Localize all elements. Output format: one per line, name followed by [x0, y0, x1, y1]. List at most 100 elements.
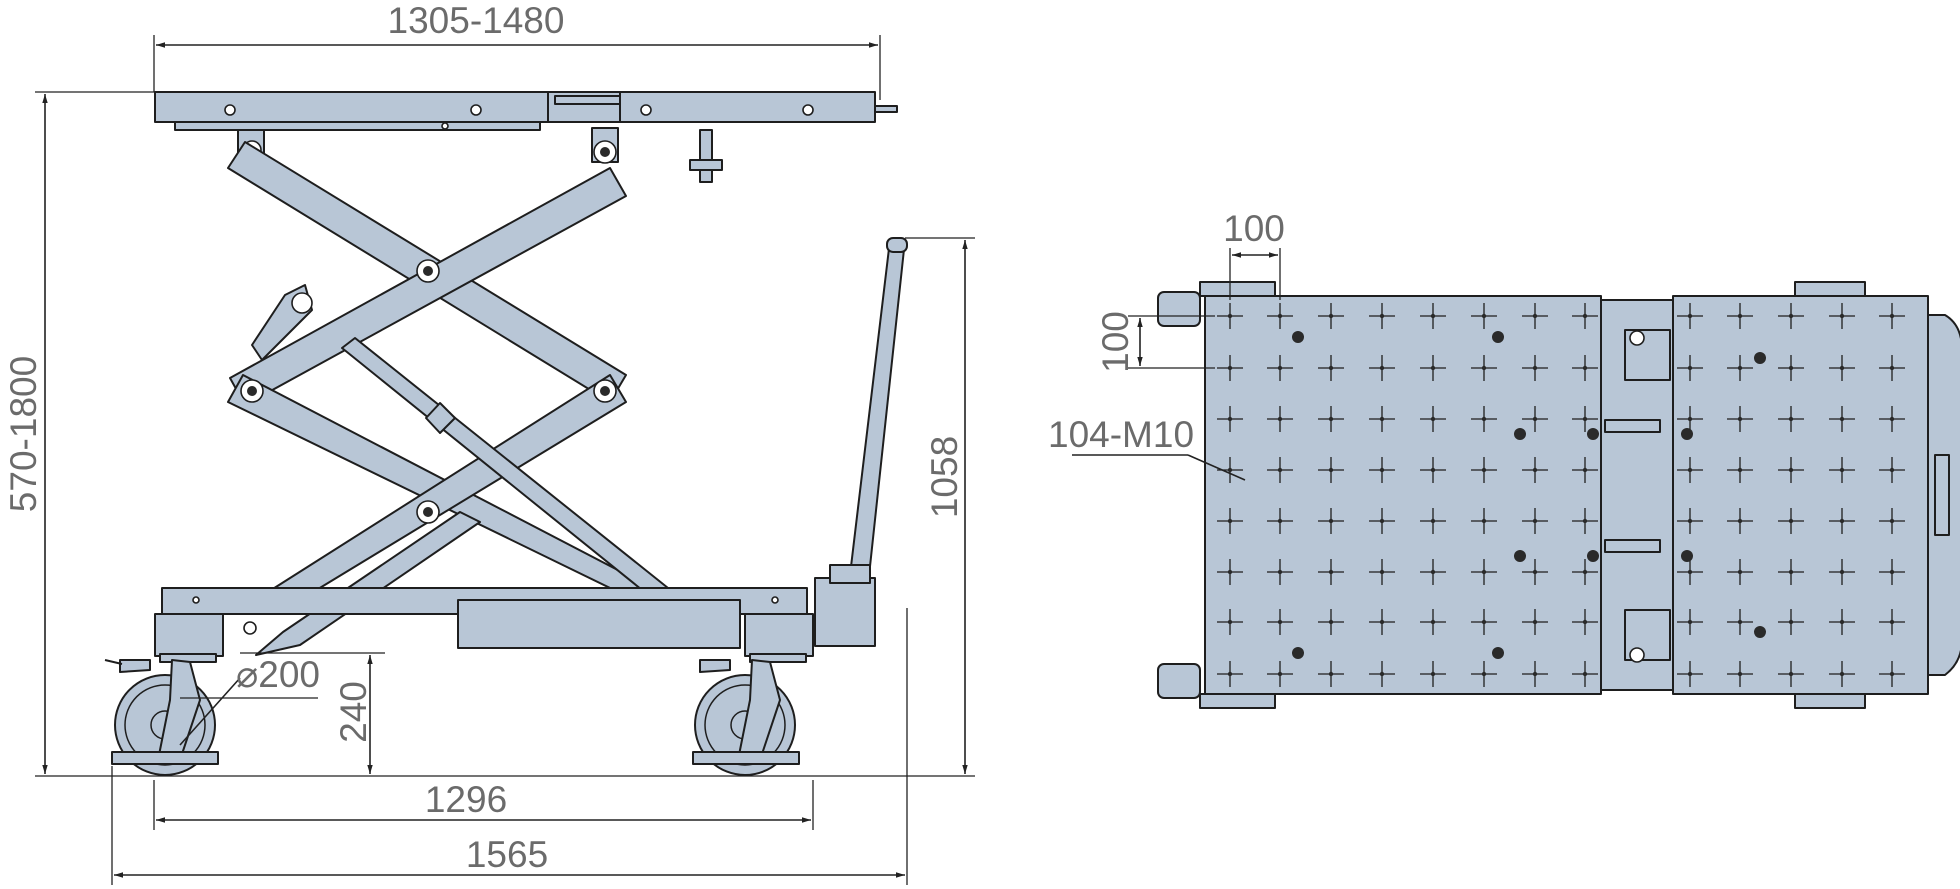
hole-grid	[1217, 303, 1905, 687]
hole	[1227, 365, 1233, 371]
hole	[1481, 467, 1487, 473]
hole	[1328, 569, 1334, 575]
dim-wheel-diameter: ⌀200	[236, 654, 320, 695]
hole	[1532, 671, 1538, 677]
hole	[1481, 416, 1487, 422]
hole	[1430, 416, 1436, 422]
hole	[1582, 518, 1588, 524]
hole	[1839, 365, 1845, 371]
hole	[1582, 313, 1588, 319]
hole	[1532, 416, 1538, 422]
hole	[1430, 518, 1436, 524]
hole	[1379, 313, 1385, 319]
hole	[1277, 569, 1283, 575]
hole	[1532, 467, 1538, 473]
caster-right	[692, 659, 800, 776]
hole	[1737, 467, 1743, 473]
hole	[1532, 518, 1538, 524]
hole	[1481, 569, 1487, 575]
dimension-lines	[42, 42, 968, 878]
top-bracket-right	[591, 127, 619, 164]
hole	[1328, 416, 1334, 422]
hole	[1839, 416, 1845, 422]
hole	[1277, 313, 1283, 319]
hole	[1687, 671, 1693, 677]
hole	[1430, 467, 1436, 473]
hole	[1481, 365, 1487, 371]
hole	[1277, 671, 1283, 677]
hole	[1737, 671, 1743, 677]
top-view-handle	[1927, 314, 1960, 676]
hole	[1430, 313, 1436, 319]
hole	[1227, 619, 1233, 625]
dim-lift-height: 570-1800	[3, 356, 44, 512]
extension-lines	[35, 35, 975, 885]
hole	[1788, 518, 1794, 524]
mount-bolt	[1492, 647, 1504, 659]
hole	[1839, 518, 1845, 524]
hole	[1227, 313, 1233, 319]
hole	[1532, 313, 1538, 319]
hole	[1481, 518, 1487, 524]
mount-bolt	[1492, 331, 1504, 343]
hole	[1687, 365, 1693, 371]
hole	[1328, 671, 1334, 677]
mount-bolt	[1681, 428, 1693, 440]
hole	[1532, 619, 1538, 625]
top-view-dimension-lines	[1072, 248, 1281, 481]
mount-bolt	[1514, 428, 1526, 440]
top-plate-left	[1204, 295, 1602, 695]
hole	[1788, 365, 1794, 371]
hole	[1889, 313, 1895, 319]
hole	[1227, 518, 1233, 524]
side-view: 1305-1480 570-1800 1058 ⌀200 240 1296 15…	[3, 0, 975, 885]
hole	[1481, 313, 1487, 319]
hole	[1328, 467, 1334, 473]
hole	[1582, 619, 1588, 625]
hole	[1379, 569, 1385, 575]
hole	[1277, 619, 1283, 625]
hole	[1889, 365, 1895, 371]
mount-bolt	[1681, 550, 1693, 562]
hole	[1430, 365, 1436, 371]
hole	[1839, 569, 1845, 575]
hole	[1737, 518, 1743, 524]
hole	[1379, 416, 1385, 422]
hole	[1532, 569, 1538, 575]
pivot-bolts	[240, 259, 617, 524]
dim-deck-height: 240	[333, 681, 374, 743]
chassis	[154, 564, 876, 663]
hole	[1430, 619, 1436, 625]
hole	[1788, 416, 1794, 422]
hole	[1889, 671, 1895, 677]
table-top	[154, 91, 898, 131]
hole	[1481, 671, 1487, 677]
hole	[1788, 569, 1794, 575]
top-plate-right	[1672, 295, 1929, 695]
hole	[1379, 671, 1385, 677]
mount-bolt	[1587, 428, 1599, 440]
hole	[1687, 619, 1693, 625]
hole	[1582, 569, 1588, 575]
hole	[1687, 313, 1693, 319]
dim-hole-spacing-x: 100	[1223, 208, 1285, 249]
hole	[1582, 365, 1588, 371]
hole	[1227, 671, 1233, 677]
hole	[1277, 416, 1283, 422]
hole	[1379, 365, 1385, 371]
top-view-rails	[1599, 299, 1676, 691]
hole	[1379, 467, 1385, 473]
mount-bolt	[1514, 550, 1526, 562]
hole	[1379, 619, 1385, 625]
hole	[1481, 619, 1487, 625]
hole	[1277, 365, 1283, 371]
scissor-arms	[227, 141, 661, 656]
hole	[1430, 671, 1436, 677]
mount-bolt	[1587, 550, 1599, 562]
mount-bolt	[1292, 331, 1304, 343]
hole	[1889, 619, 1895, 625]
hole	[1532, 365, 1538, 371]
dim-hole-count: 104-M10	[1048, 414, 1194, 455]
mount-bolt	[1292, 647, 1304, 659]
